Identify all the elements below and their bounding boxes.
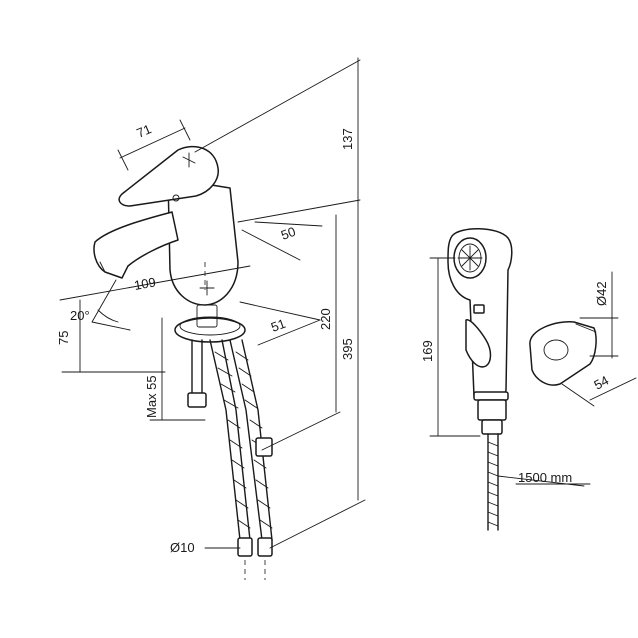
- supply-hoses: [209, 339, 273, 580]
- dim-71: 71: [134, 121, 153, 140]
- dim-75: 75: [56, 331, 71, 345]
- dim-169: 169: [420, 340, 435, 362]
- dim-20deg: 20°: [70, 308, 90, 323]
- dim-395: 395: [340, 338, 355, 360]
- dim-1500: 1500 mm: [518, 470, 572, 485]
- dim-42: Ø42: [594, 281, 609, 306]
- wall-bracket: [529, 321, 597, 386]
- dim-10: Ø10: [170, 540, 195, 555]
- dimension-lines-faucet: [59, 57, 366, 549]
- dim-109: 109: [133, 274, 157, 293]
- threaded-rod: [187, 339, 207, 408]
- dim-137: 137: [340, 128, 355, 150]
- mounting-base: [174, 304, 246, 343]
- dim-51: 51: [269, 316, 288, 335]
- faucet-body: [93, 145, 239, 306]
- dim-max55: Max 55: [144, 375, 159, 418]
- shower-hose: [487, 433, 499, 531]
- dim-220: 220: [318, 308, 333, 330]
- hand-shower: [447, 228, 513, 435]
- dim-54: 54: [591, 373, 611, 393]
- dimension-lines-shower: [429, 257, 637, 487]
- dimension-labels: 71 137 50 109 20° 75 220 51 395 Max 55 Ø…: [56, 121, 611, 555]
- dim-50: 50: [279, 224, 298, 243]
